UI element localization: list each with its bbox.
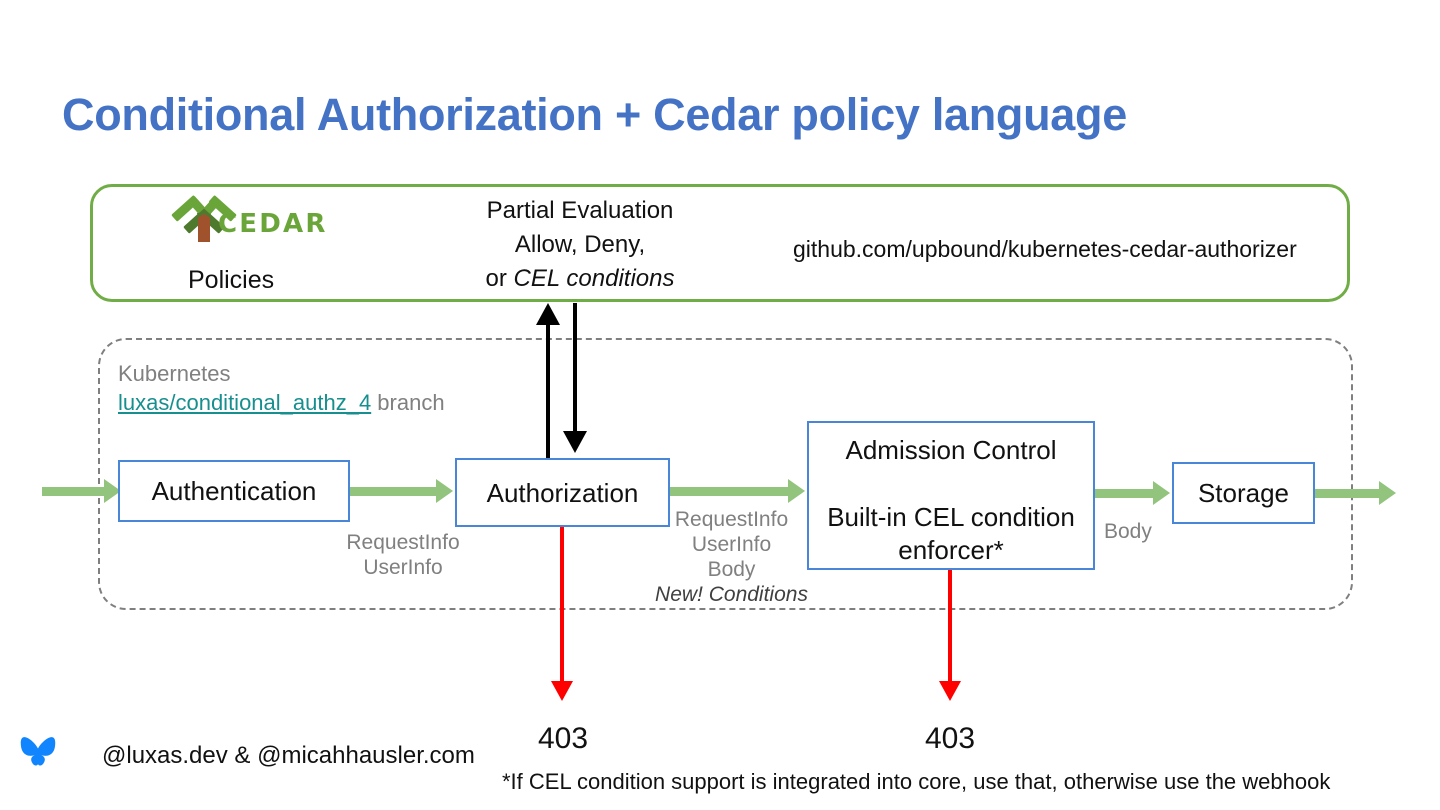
denial-arrow-admission-line: [948, 570, 952, 681]
box-authentication[interactable]: Authentication: [118, 460, 350, 522]
flow-arrow-entry-line: [42, 487, 104, 496]
cedar-response-arrow-down-line: [573, 303, 577, 431]
edge-label-line: RequestInfo: [346, 531, 460, 554]
kubernetes-boundary-panel: [98, 338, 1353, 610]
edge-label-line: RequestInfo: [674, 508, 789, 531]
footnote-text: *If CEL condition support is integrated …: [502, 769, 1331, 794]
flow-arrow-exit-line: [1315, 489, 1379, 498]
edge-label-admission-storage: Body: [1104, 520, 1152, 543]
cedar-request-arrow-up-line: [546, 325, 550, 458]
partial-eval-line-3-italic: CEL conditions: [513, 265, 675, 292]
edge-label-line: Body: [707, 558, 756, 581]
cedar-request-arrow-up-head: [536, 303, 560, 325]
flow-arrow-authz-admission-head: [788, 479, 805, 503]
author-handles: @luxas.dev & @micahhausler.com: [102, 742, 475, 769]
flow-arrow-exit-head: [1379, 481, 1396, 505]
box-admission-control[interactable]: Admission Control Built-in CEL condition…: [807, 421, 1095, 570]
edge-label-line: UserInfo: [363, 556, 443, 579]
page-title: Conditional Authorization + Cedar policy…: [62, 89, 1127, 140]
branch-suffix: branch: [371, 390, 445, 415]
flow-arrow-admission-storage-line: [1095, 489, 1153, 498]
flow-arrow-auth-authz-head: [436, 479, 453, 503]
partial-evaluation-text: Partial Evaluation Allow, Deny, or CEL c…: [430, 194, 730, 296]
bluesky-butterfly-icon: [20, 735, 56, 769]
admission-subtitle: Built-in CEL condition enforcer*: [827, 502, 1075, 565]
box-storage[interactable]: Storage: [1172, 462, 1315, 524]
edge-label-new-conditions: New! Conditions: [655, 583, 808, 606]
kubernetes-label: Kubernetes: [118, 361, 231, 386]
admission-title: Admission Control: [845, 435, 1057, 465]
denial-arrow-authz-head: [551, 681, 573, 701]
denial-arrow-admission-head: [939, 681, 961, 701]
kubernetes-caption: Kubernetes luxas/conditional_authz_4 bra…: [118, 359, 638, 417]
partial-eval-line-2: Allow, Deny,: [514, 231, 646, 258]
edge-label-auth-authz: RequestInfo UserInfo: [313, 530, 493, 580]
cedar-policy-panel: [90, 184, 1350, 302]
status-code-403-admission: 403: [924, 722, 976, 755]
edge-label-line: UserInfo: [691, 533, 772, 556]
policies-label: Policies: [188, 266, 275, 294]
flow-arrow-authz-admission-line: [670, 487, 788, 496]
edge-label-authz-admission: RequestInfo UserInfo Body New! Condition…: [640, 507, 823, 607]
box-authorization[interactable]: Authorization: [455, 458, 670, 527]
kubernetes-branch-line: luxas/conditional_authz_4 branch: [118, 388, 638, 417]
partial-eval-line-3: or CEL conditions: [430, 262, 730, 296]
flow-arrow-entry-head: [104, 479, 121, 503]
partial-eval-line-3-prefix: or: [485, 265, 514, 292]
cedar-wordmark: CEDAR: [218, 209, 328, 239]
denial-arrow-authz-line: [560, 527, 564, 681]
repository-url: github.com/upbound/kubernetes-cedar-auth…: [793, 236, 1297, 262]
flow-arrow-auth-authz-line: [350, 487, 436, 496]
cedar-response-arrow-down-head: [563, 431, 587, 453]
cedar-logo: [168, 190, 303, 242]
partial-eval-line-1: Partial Evaluation: [486, 197, 674, 224]
flow-arrow-admission-storage-head: [1153, 481, 1170, 505]
status-code-403-authz: 403: [537, 722, 589, 755]
branch-link[interactable]: luxas/conditional_authz_4: [118, 390, 372, 415]
